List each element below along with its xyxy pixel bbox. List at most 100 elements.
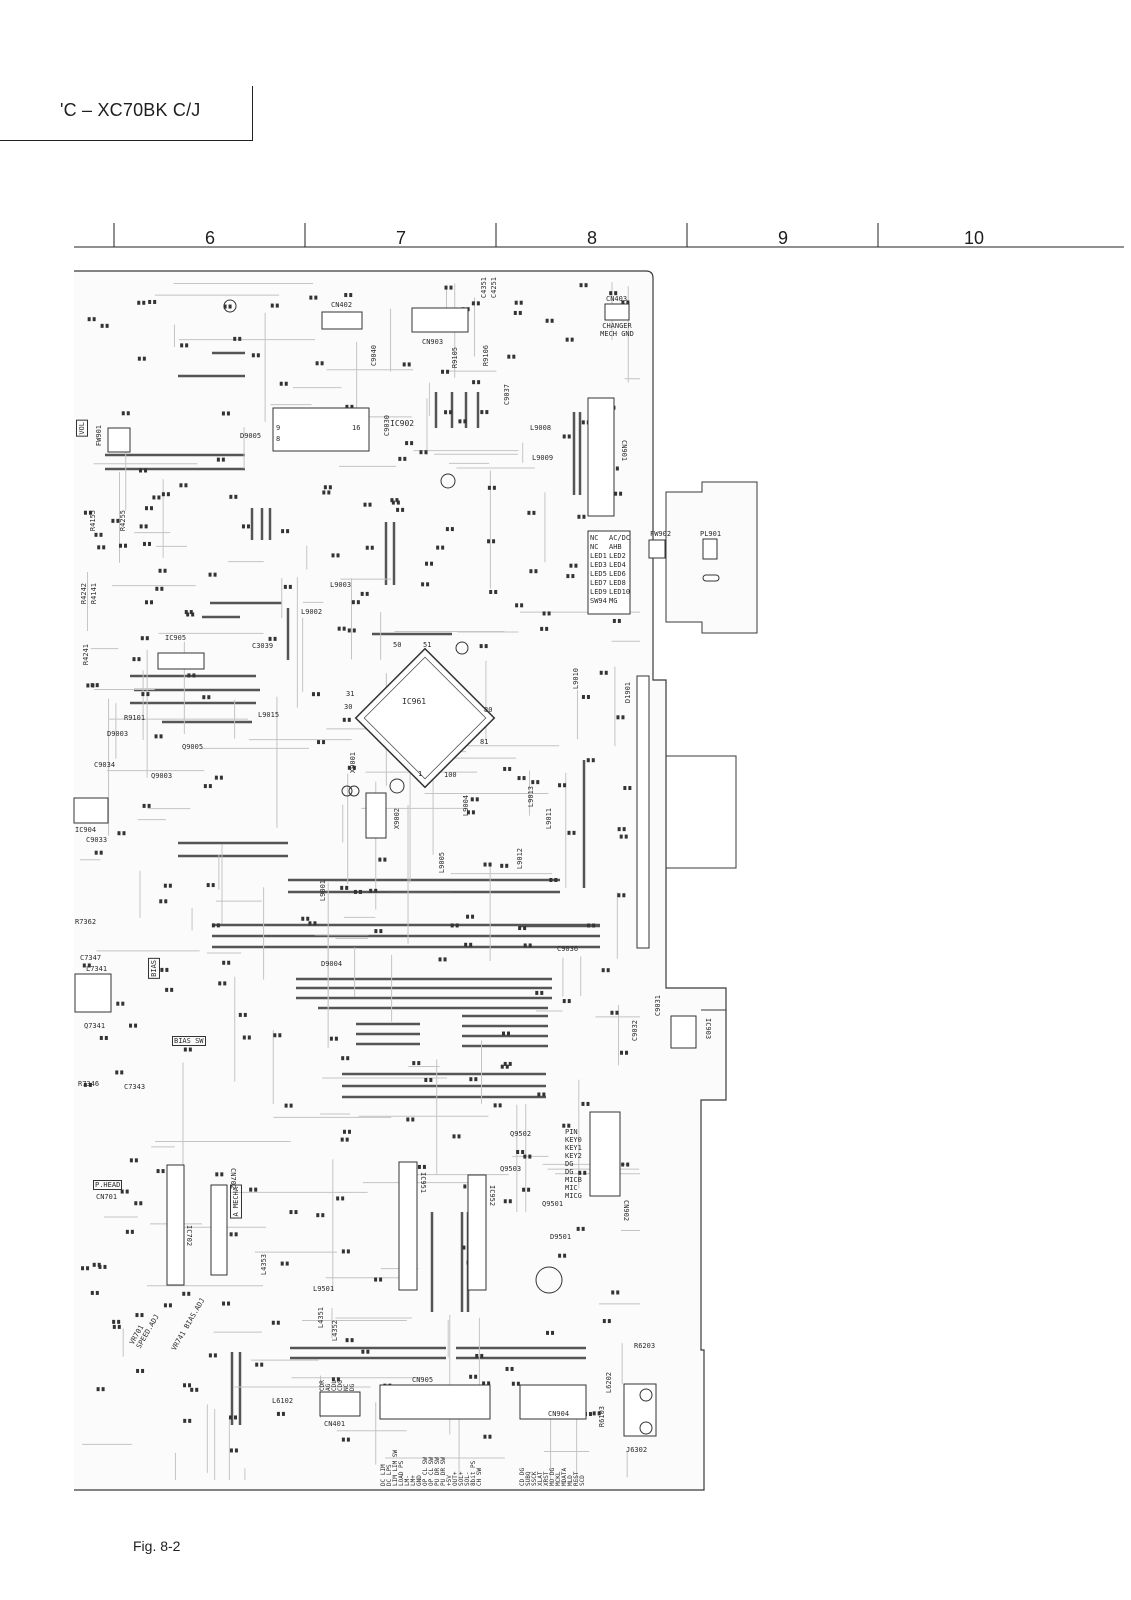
pl901-label: PL901 bbox=[700, 530, 722, 538]
smd-pad bbox=[379, 929, 383, 934]
smd-pad bbox=[581, 1226, 585, 1231]
smd-pad bbox=[513, 310, 517, 315]
bias-sw-label: BIAS SW bbox=[172, 1036, 206, 1046]
smd-pad bbox=[285, 1261, 289, 1266]
smd-pad bbox=[623, 786, 627, 791]
smd-pad bbox=[599, 670, 603, 675]
smd-pad bbox=[483, 1434, 487, 1439]
l9001-label: L9001 bbox=[319, 880, 327, 902]
smd-pad bbox=[329, 1036, 333, 1041]
smd-pad bbox=[482, 1381, 486, 1386]
smd-pad bbox=[517, 776, 521, 781]
p-head-label: P.HEAD bbox=[93, 1180, 123, 1190]
smd-pad bbox=[149, 506, 153, 511]
smd-pad bbox=[116, 1001, 120, 1006]
smd-pad bbox=[500, 1064, 504, 1069]
smd-pad bbox=[111, 518, 115, 523]
smd-pad bbox=[340, 1137, 344, 1142]
smd-pad bbox=[494, 589, 498, 594]
smd-pad bbox=[374, 1277, 378, 1282]
smd-pad bbox=[503, 1061, 507, 1066]
q9502-label: Q9502 bbox=[510, 1130, 532, 1138]
cn402-body bbox=[321, 311, 363, 330]
ic961-pin-51: 51 bbox=[423, 641, 432, 649]
smd-pad bbox=[417, 1164, 421, 1169]
column-number-6: 6 bbox=[204, 228, 215, 248]
crystal-x9001-b bbox=[348, 785, 360, 797]
smd-pad bbox=[168, 883, 172, 888]
smd-pad bbox=[92, 317, 96, 322]
smd-pad bbox=[337, 626, 341, 631]
smd-pad bbox=[215, 1172, 219, 1177]
smd-pad bbox=[283, 584, 287, 589]
smd-pad bbox=[520, 603, 524, 608]
smd-pad bbox=[558, 783, 562, 788]
smd-pad bbox=[135, 1313, 139, 1318]
smd-pad bbox=[532, 510, 536, 515]
tab-slot bbox=[702, 574, 720, 582]
d9003-label: D9003 bbox=[107, 730, 129, 738]
smd-pad bbox=[87, 963, 91, 968]
r4155-label: R4155 bbox=[89, 510, 97, 532]
smd-pad bbox=[549, 877, 553, 882]
smd-pad bbox=[227, 1301, 231, 1306]
model-title: 'C – XC70BK C/J bbox=[60, 100, 201, 120]
smd-pad bbox=[407, 362, 411, 367]
r4242-label: R4242 bbox=[80, 583, 88, 605]
smd-pad bbox=[616, 715, 620, 720]
smd-pad bbox=[349, 293, 353, 298]
smd-pad bbox=[117, 831, 121, 836]
smd-pad bbox=[220, 1172, 224, 1177]
ic905-body bbox=[157, 652, 205, 670]
smd-pad bbox=[227, 960, 231, 965]
smd-pad bbox=[228, 1415, 232, 1420]
smd-pad bbox=[562, 999, 566, 1004]
smd-pad bbox=[136, 1368, 140, 1373]
smd-pad bbox=[202, 695, 206, 700]
changer-mech-gnd-label: CHANGER MECH GND bbox=[600, 322, 634, 338]
smd-pad bbox=[505, 1366, 509, 1371]
smd-pad bbox=[229, 1448, 233, 1453]
smd-pad bbox=[425, 561, 429, 566]
smd-pad bbox=[316, 1213, 320, 1218]
smd-pad bbox=[99, 532, 103, 537]
fw902-pad bbox=[648, 539, 666, 559]
smd-pad bbox=[286, 529, 290, 534]
smd-pad bbox=[445, 527, 449, 532]
smd-pad bbox=[422, 1164, 426, 1169]
smd-pad bbox=[617, 618, 621, 623]
smd-pad bbox=[187, 1291, 191, 1296]
smd-pad bbox=[341, 1196, 345, 1201]
ic961-pin-30: 30 bbox=[344, 703, 353, 711]
smd-pad bbox=[137, 657, 141, 662]
smd-pad bbox=[280, 1261, 284, 1266]
smd-pad bbox=[187, 673, 191, 678]
smd-pad bbox=[345, 404, 349, 409]
smd-pad bbox=[506, 1031, 510, 1036]
smd-pad bbox=[120, 1189, 124, 1194]
smd-pad bbox=[488, 1434, 492, 1439]
smd-pad bbox=[336, 553, 340, 558]
l9008-label: L9008 bbox=[530, 424, 552, 432]
smd-pad bbox=[584, 283, 588, 288]
smd-pad bbox=[471, 301, 475, 306]
ic952-label: IC952 bbox=[488, 1185, 496, 1207]
smd-pad bbox=[379, 1277, 383, 1282]
smd-pad bbox=[316, 692, 320, 697]
smd-pad bbox=[569, 563, 573, 568]
j6302-pin-b bbox=[639, 1421, 653, 1435]
smd-pad bbox=[112, 1324, 116, 1329]
smd-pad bbox=[429, 1077, 433, 1082]
smd-pad bbox=[117, 1324, 121, 1329]
test-point-d bbox=[455, 641, 469, 655]
d1901-display-connector bbox=[636, 675, 650, 949]
smd-pad bbox=[190, 1387, 194, 1392]
smd-pad bbox=[313, 921, 317, 926]
ic902-pin-16: 16 bbox=[352, 424, 361, 432]
cn401-pin-list: CDR AG CDL CDG NC DG bbox=[319, 1380, 356, 1391]
smd-pad bbox=[472, 380, 476, 385]
smd-pad bbox=[534, 569, 538, 574]
smd-pad bbox=[154, 734, 158, 739]
smd-pad bbox=[320, 361, 324, 366]
